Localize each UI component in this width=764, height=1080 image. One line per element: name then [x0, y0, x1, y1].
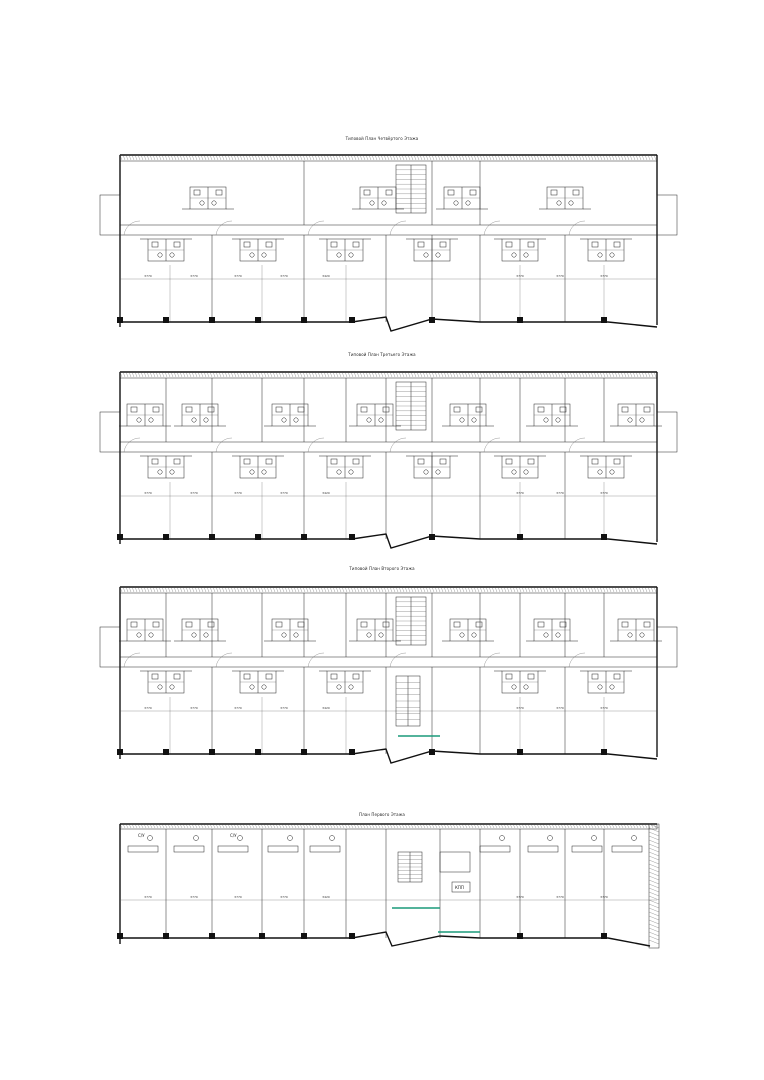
svg-text:3420: 3420 — [322, 895, 330, 899]
floor-plan-title-1: План Первого Этажа — [359, 812, 405, 817]
room-label-kpp: КПП — [455, 885, 464, 890]
floor-plan-4: 3770 3770 3770 3770 3420 3770 3770 3770 — [99, 154, 678, 332]
svg-text:3770: 3770 — [190, 706, 198, 710]
svg-text:3770: 3770 — [280, 895, 288, 899]
svg-text:3770: 3770 — [144, 895, 152, 899]
svg-text:3770: 3770 — [234, 706, 242, 710]
svg-text:3420: 3420 — [322, 491, 330, 495]
svg-text:3770: 3770 — [516, 274, 524, 278]
svg-text:3420: 3420 — [322, 706, 330, 710]
svg-text:3770: 3770 — [144, 491, 152, 495]
svg-text:3770: 3770 — [600, 706, 608, 710]
svg-text:3770: 3770 — [280, 491, 288, 495]
svg-text:3770: 3770 — [234, 895, 242, 899]
svg-text:3770: 3770 — [516, 895, 524, 899]
floor-plan-title-3: Типовой План Третьего Этажа — [348, 352, 416, 357]
svg-text:3770: 3770 — [234, 491, 242, 495]
floor-plan-title-2: Типовой План Второго Этажа — [349, 566, 415, 571]
svg-text:3770: 3770 — [556, 491, 564, 495]
floor-plan-2: 3770 3770 3770 3770 3420 3770 3770 3770 — [99, 586, 678, 764]
floor-plan-title-4: Типовой План Четвёртого Этажа — [345, 136, 419, 141]
svg-text:3770: 3770 — [280, 706, 288, 710]
svg-text:3770: 3770 — [600, 895, 608, 899]
svg-text:3770: 3770 — [144, 274, 152, 278]
floor-plan-1: С/У С/У КПП 3770 3770 3770 3770 3420 3770 3770 377… — [117, 823, 660, 949]
floor-plan-3: 3770 3770 3770 3770 3420 3770 3770 3770 — [99, 371, 678, 549]
svg-text:3770: 3770 — [190, 491, 198, 495]
svg-text:3770: 3770 — [234, 274, 242, 278]
svg-text:3770: 3770 — [600, 491, 608, 495]
svg-text:3770: 3770 — [556, 274, 564, 278]
svg-text:3770: 3770 — [556, 895, 564, 899]
svg-text:3770: 3770 — [516, 706, 524, 710]
svg-text:3770: 3770 — [516, 491, 524, 495]
svg-text:3770: 3770 — [600, 274, 608, 278]
svg-text:3770: 3770 — [280, 274, 288, 278]
svg-text:3420: 3420 — [322, 274, 330, 278]
svg-text:3770: 3770 — [144, 706, 152, 710]
svg-text:3770: 3770 — [190, 274, 198, 278]
room-label-clv-2: С/У — [230, 833, 237, 838]
svg-text:3770: 3770 — [190, 895, 198, 899]
room-label-clv: С/У — [138, 833, 145, 838]
svg-text:3770: 3770 — [556, 706, 564, 710]
